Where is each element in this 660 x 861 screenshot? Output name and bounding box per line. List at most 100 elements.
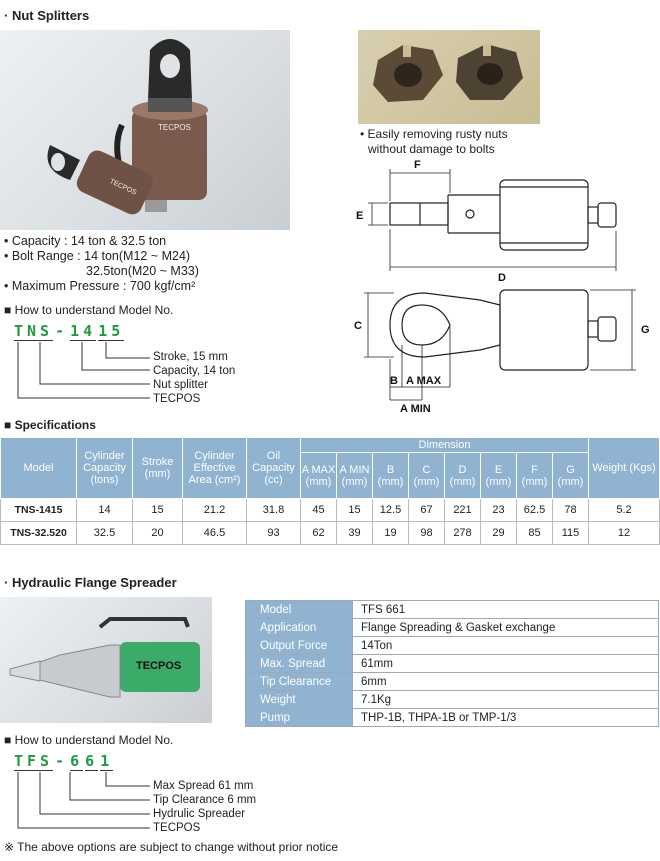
tns-code-dash: - xyxy=(55,322,69,340)
nuts-caption-line-2: without damage to bolts xyxy=(368,142,495,156)
spec-cell: 98 xyxy=(408,521,445,545)
table-row: TNS-32.520 32.5 20 46.5 93 62 39 19 98 2… xyxy=(0,521,660,545)
spreader-brand-label: TECPOS xyxy=(136,660,181,672)
table-row: TNS-1415 14 15 21.2 31.8 45 15 12.5 67 2… xyxy=(0,498,660,522)
tfs-code-tip: 6 xyxy=(70,752,84,771)
spec-header-f: F (mm) xyxy=(516,452,553,499)
spec-key: Application xyxy=(245,618,353,637)
spec-cell: 93 xyxy=(246,521,301,545)
tfs-model-parts: Max Spread 61 mm Tip Clearance 6 mm Hydr… xyxy=(153,779,256,835)
spec-cell: TNS-1415 xyxy=(0,498,77,522)
specifications-table: Model Cylinder Capacity (tons) Stroke (m… xyxy=(0,437,660,545)
bullet-bolt-range-2: 32.5ton(M20 ~ M33) xyxy=(86,264,199,278)
dim-label-c: C xyxy=(354,320,362,332)
tfs-code-prefix: TFS xyxy=(14,752,54,771)
nut-splitter-bullets: • Capacity : 14 ton & 32.5 ton • Bolt Ra… xyxy=(4,234,199,294)
rusty-nuts-photo xyxy=(358,30,540,124)
spec-cell: 14 xyxy=(76,498,133,522)
spec-value: 61mm xyxy=(352,654,659,673)
specifications-title: ■ Specifications xyxy=(4,418,96,432)
spec-header-model: Model xyxy=(0,437,77,499)
spec-header-a-max: A MAX (mm) xyxy=(300,452,337,499)
spec-cell: 39 xyxy=(336,521,373,545)
spec-value: 14Ton xyxy=(352,636,659,655)
dim-label-a-max: A MAX xyxy=(406,375,442,387)
spec-key: Model xyxy=(245,600,353,619)
spec-key: Output Force xyxy=(245,636,353,655)
spec-header-row-2: A MAX (mm) A MIN (mm) B (mm) C (mm) D (m… xyxy=(1,452,660,499)
tfs-model-heading: ■ How to understand Model No. xyxy=(4,733,174,747)
flange-spreader-photo: TECPOS xyxy=(0,597,212,723)
spec-cell: 115 xyxy=(552,521,589,545)
dim-label-b: B xyxy=(390,375,398,387)
tns-part-brand: TECPOS xyxy=(153,393,201,405)
tns-part-capacity: Capacity, 14 ton xyxy=(153,365,236,377)
spec-value: 7.1Kg xyxy=(352,690,659,709)
spec-header-a-min: A MIN (mm) xyxy=(336,452,373,499)
spec-key: Max. Spread xyxy=(245,654,353,673)
spec-cell: 67 xyxy=(408,498,445,522)
tfs-code-spread-2: 1 xyxy=(100,752,114,771)
tns-part-type: Nut splitter xyxy=(153,379,208,391)
spec-header-row-1: Model Cylinder Capacity (tons) Stroke (m… xyxy=(0,437,660,499)
spec-key: Tip Clearance xyxy=(245,672,353,691)
spec-cell: 31.8 xyxy=(246,498,301,522)
tfs-model-connector-lines xyxy=(17,772,150,829)
tfs-code-dash: - xyxy=(55,752,69,770)
spec-cell: 15 xyxy=(132,498,183,522)
footnote: ※ The above options are subject to chang… xyxy=(4,840,339,854)
spec-cell: 5.2 xyxy=(588,498,660,522)
spec-key: Weight xyxy=(245,690,353,709)
spec-key: Pump xyxy=(245,708,353,727)
nuts-caption: • Easily removing rusty nuts without dam… xyxy=(360,127,508,157)
spec-cell: 45 xyxy=(300,498,337,522)
tfs-part-tip-clearance: Tip Clearance 6 mm xyxy=(153,794,257,806)
spec-cell: 62.5 xyxy=(516,498,553,522)
spec-header-weight: Weight (Kgs) xyxy=(588,437,660,499)
tns-model-heading: ■ How to understand Model No. xyxy=(4,303,174,317)
tns-model-connector-lines xyxy=(17,342,150,399)
spec-header-d: D (mm) xyxy=(444,452,481,499)
spec-cell: 62 xyxy=(300,521,337,545)
spec-cell: 20 xyxy=(132,521,183,545)
nut-splitter-photo: TECPOS TECPOS xyxy=(0,30,290,230)
spec-cell: 29 xyxy=(480,521,517,545)
tns-code-prefix: TNS xyxy=(14,322,54,341)
spec-value: Flange Spreading & Gasket exchange xyxy=(352,618,659,637)
spec-cell: 85 xyxy=(516,521,553,545)
bullet-max-pressure: • Maximum Pressure : 700 kgf/cm² xyxy=(4,279,196,293)
nut-splitter-dimension-drawing: F E D C G B A MAX A MIN xyxy=(354,159,650,415)
spec-header-e: E (mm) xyxy=(480,452,517,499)
large-unit-brand-label: TECPOS xyxy=(158,123,191,132)
dim-label-f: F xyxy=(414,159,421,171)
tns-code-stroke: 15 xyxy=(98,322,125,341)
bullet-bolt-range: • Bolt Range : 14 ton(M12 ~ M24) xyxy=(4,249,191,263)
spec-cell: 23 xyxy=(480,498,517,522)
tfs-code-spread-1: 6 xyxy=(85,752,99,771)
spec-cell: TNS-32.520 xyxy=(0,521,77,545)
dim-label-g: G xyxy=(641,324,650,336)
tfs-part-brand: TECPOS xyxy=(153,822,201,834)
flange-spreader-title: · Hydraulic Flange Spreader xyxy=(4,575,177,590)
spec-cell: 46.5 xyxy=(182,521,247,545)
dim-label-d: D xyxy=(498,272,506,284)
bullet-capacity: • Capacity : 14 ton & 32.5 ton xyxy=(4,234,167,248)
spec-cell: 221 xyxy=(444,498,481,522)
tfs-part-max-spread: Max Spread 61 mm xyxy=(153,780,254,792)
spec-header-dimension: Dimension xyxy=(300,437,589,453)
spec-value: 6mm xyxy=(352,672,659,691)
spec-header-effective-area: Cylinder Effective Area (cm²) xyxy=(182,437,247,499)
spec-cell: 12.5 xyxy=(372,498,409,522)
nuts-caption-line-1: • Easily removing rusty nuts xyxy=(360,127,508,141)
tns-part-stroke: Stroke, 15 mm xyxy=(153,351,228,363)
